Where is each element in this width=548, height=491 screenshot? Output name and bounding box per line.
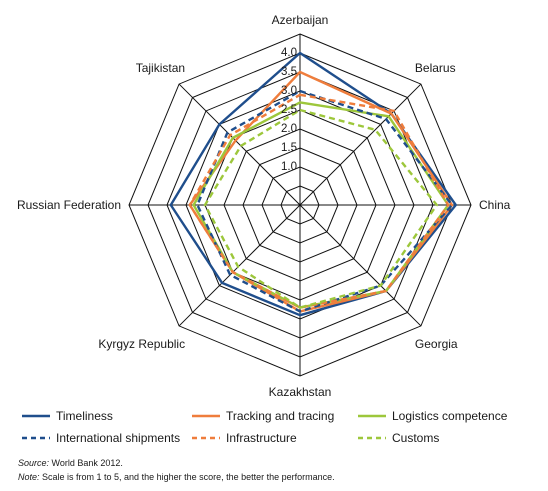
tick-label: 4.0 [281, 47, 297, 59]
radar-chart: 1.0 1.5 2.0 2.5 3.0 3.5 4.0 AzerbaijanBelarusCh… [17, 13, 511, 399]
legend: Timeliness Tracking and tracing Logistic… [22, 406, 542, 450]
axis-label: Belarus [415, 61, 456, 75]
legend-label-logistics: Logistics competence [392, 409, 508, 423]
legend-item-international: International shipments [22, 428, 180, 448]
legend-label-tracking: Tracking and tracing [226, 409, 335, 423]
tick-label: 3.5 [281, 66, 297, 78]
series-line [188, 93, 450, 309]
legend-swatch-customs [358, 436, 386, 440]
legend-label-international: International shipments [56, 431, 181, 445]
source-text: World Bank 2012. [49, 458, 123, 468]
axis-label: Kazakhstan [269, 385, 332, 399]
tick-label: 2.5 [281, 104, 297, 116]
tick-label: 1.5 [281, 142, 297, 154]
legend-label-timeliness: Timeliness [56, 409, 113, 423]
legend-item-logistics: Logistics competence [358, 406, 507, 426]
tick-label: 1.0 [281, 161, 297, 173]
legend-item-timeliness: Timeliness [22, 406, 113, 426]
series-line [203, 108, 438, 309]
axis-label: China [479, 198, 511, 212]
legend-row-1: Timeliness Tracking and tracing Logistic… [22, 406, 542, 428]
legend-label-customs: Customs [392, 431, 440, 445]
legend-label-infrastructure: Infrastructure [226, 431, 297, 445]
legend-item-infrastructure: Infrastructure [192, 428, 297, 448]
note-line: Note: Scale is from 1 to 5, and the high… [18, 470, 335, 484]
chart-notes: Source: World Bank 2012. Note: Scale is … [18, 456, 335, 484]
tick-label: 3.0 [281, 85, 297, 97]
legend-swatch-infrastructure [192, 436, 220, 440]
note-text: Scale is from 1 to 5, and the higher the… [39, 472, 335, 482]
axis-label: Russian Federation [17, 198, 121, 212]
axis-label: Azerbaijan [272, 13, 329, 27]
grid-spoke [299, 83, 422, 206]
axis-label: Kyrgyz Republic [98, 337, 185, 351]
axis-label: Tajikistan [136, 61, 185, 75]
source-line: Source: World Bank 2012. [18, 456, 335, 470]
legend-swatch-international [22, 436, 50, 440]
legend-item-customs: Customs [358, 428, 439, 448]
series-line [196, 89, 454, 313]
legend-swatch-timeliness [22, 414, 50, 418]
legend-swatch-logistics [358, 414, 386, 418]
grid-spoke [178, 204, 301, 327]
legend-row-2: International shipments Infrastructure C… [22, 428, 542, 450]
source-label: Source: [18, 458, 50, 468]
legend-swatch-tracking [192, 414, 220, 418]
tick-label: 2.0 [281, 123, 297, 135]
grid-spoke [299, 204, 422, 327]
axis-label: Georgia [415, 337, 458, 351]
series-line [192, 101, 450, 309]
legend-item-tracking: Tracking and tracing [192, 406, 334, 426]
grid-spoke [178, 83, 301, 206]
note-label: Note: [18, 472, 40, 482]
